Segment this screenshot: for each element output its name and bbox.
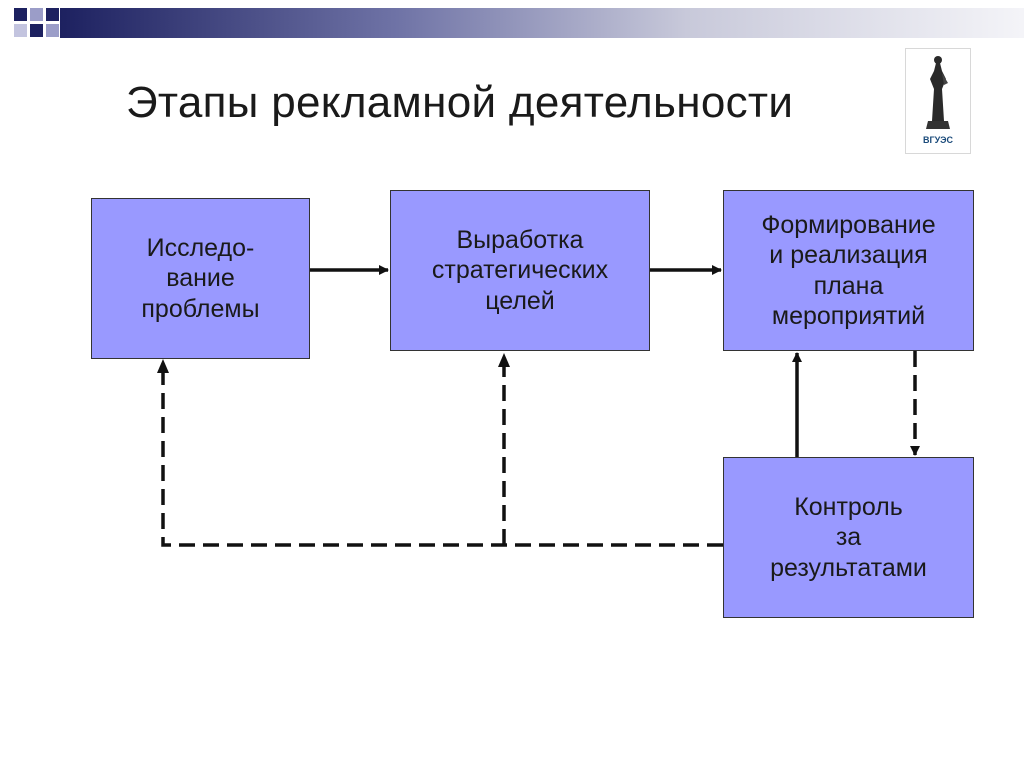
decor-square [46,24,59,37]
logo-label: ВГУЭС [923,135,953,145]
statue-icon [926,56,950,129]
header-gradient-bar [60,8,1024,38]
box-strategy: Выработка стратегических целей [390,190,650,351]
box-control: Контроль за результатами [723,457,974,618]
feedback-arrowhead-research [157,359,169,373]
decor-square [14,24,27,37]
feedback-line [161,371,723,547]
decor-square [30,24,43,37]
slide-title: Этапы рекламной деятельности [126,78,794,127]
university-logo: ВГУЭС [905,48,971,154]
box-implementation: Формирование и реализация плана мероприя… [723,190,974,351]
decor-square [30,8,43,21]
decor-square [14,8,27,21]
decor-square [46,8,59,21]
box-research: Исследо- вание проблемы [91,198,310,359]
header-decoration [0,0,1024,48]
feedback-arrowhead-strategy [498,353,510,367]
